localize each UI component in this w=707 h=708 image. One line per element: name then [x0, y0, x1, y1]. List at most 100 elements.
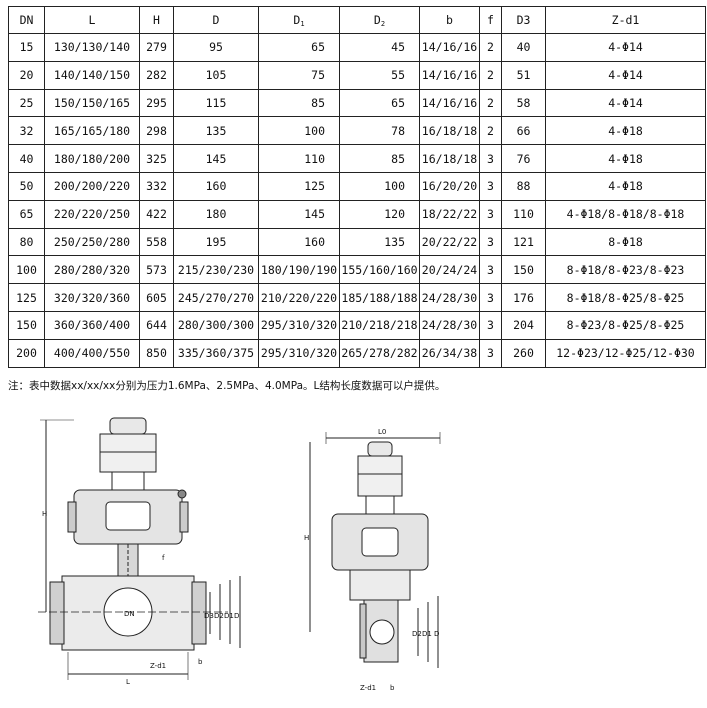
- table-cell: 160: [173, 171, 259, 201]
- side-limit-switch-box: [357, 455, 403, 497]
- table-cell: 4-Φ18/8-Φ18/8-Φ18: [545, 199, 706, 229]
- table-cell: 245/270/270: [173, 283, 259, 312]
- table-cell: 3: [479, 338, 502, 368]
- table-cell: 40: [501, 33, 546, 62]
- side-dim-label-D2: D2: [412, 630, 422, 638]
- table-cell: 220/220/250: [44, 199, 140, 229]
- table-cell: 2: [479, 88, 502, 118]
- table-cell: 260: [501, 338, 546, 368]
- table-cell: 335/360/375: [173, 338, 259, 368]
- table-cell: 80: [8, 227, 45, 257]
- table-cell: 320/320/360: [44, 283, 140, 312]
- footnote: 注：表中数据xx/xx/xx分别为压力1.6MPa、2.5MPa、4.0MPa。…: [8, 380, 446, 392]
- table-cell: 8-Φ23/8-Φ25/8-Φ25: [545, 310, 706, 340]
- table-cell: 32: [8, 116, 45, 146]
- table-cell: 20/22/22: [419, 227, 480, 257]
- table-cell: 210/220/220: [258, 283, 340, 312]
- table-cell: 16/20/20: [419, 171, 480, 201]
- table-cell: 155/160/160: [339, 255, 420, 285]
- table-cell: 215/230/230: [173, 255, 259, 285]
- column-header-text: L: [88, 13, 96, 27]
- table-cell: 51: [501, 60, 546, 90]
- table-cell: 14/16/16: [419, 33, 480, 62]
- table-cell: 135: [339, 227, 420, 257]
- table-cell: 55: [339, 60, 420, 90]
- table-cell: 250/250/280: [44, 227, 140, 257]
- table-cell: 16/18/18: [419, 116, 480, 146]
- column-header-text: f: [487, 13, 494, 27]
- table-cell: 40: [8, 144, 45, 173]
- table-cell: 24/28/30: [419, 310, 480, 340]
- table-cell: 88: [501, 171, 546, 201]
- table-cell: 145: [258, 199, 340, 229]
- dim-label-DN: DN: [124, 610, 135, 618]
- table-cell: 3: [479, 199, 502, 229]
- table-cell: 210/218/218: [339, 310, 420, 340]
- column-header-subscript: 1: [300, 19, 305, 28]
- table-cell: 298: [139, 116, 174, 146]
- column-header-text: D3: [516, 13, 531, 27]
- side-dim-label-H: H: [304, 534, 309, 542]
- table-cell: 295/310/320: [258, 338, 340, 368]
- column-header-text: D: [373, 12, 381, 27]
- table-cell: 50: [8, 171, 45, 201]
- table-cell: 130/130/140: [44, 33, 140, 62]
- table-cell: 850: [139, 338, 174, 368]
- table-cell: 78: [339, 116, 420, 146]
- column-header-6: b: [419, 6, 480, 34]
- table-cell: 3: [479, 171, 502, 201]
- table-cell: 20: [8, 60, 45, 90]
- table-cell: 100: [339, 171, 420, 201]
- table-cell: 18/22/22: [419, 199, 480, 229]
- table-cell: 2: [479, 60, 502, 90]
- table-cell: 24/28/30: [419, 283, 480, 312]
- table-cell: 8-Φ18/8-Φ25/8-Φ25: [545, 283, 706, 312]
- side-dim-label-L0: L0: [378, 428, 386, 436]
- table-cell: 75: [258, 60, 340, 90]
- table-cell: 265/278/282: [339, 338, 420, 368]
- side-dim-label-D1: D1: [422, 630, 432, 638]
- table-cell: 121: [501, 227, 546, 257]
- table-cell: 200/200/220: [44, 171, 140, 201]
- column-header-7: f: [479, 6, 502, 34]
- table-cell: 295/310/320: [258, 310, 340, 340]
- dim-label-D1: D1: [224, 612, 234, 620]
- table-cell: 95: [173, 33, 259, 62]
- limit-switch-box: [99, 433, 157, 473]
- table-cell: 12-Φ23/12-Φ25/12-Φ30: [545, 338, 706, 368]
- dim-label-D: D: [234, 612, 239, 620]
- dim-label-b: b: [198, 658, 203, 666]
- side-dim-label-Zd1: Z-d1: [360, 684, 376, 692]
- table-cell: 14/16/16: [419, 88, 480, 118]
- table-cell: 85: [339, 144, 420, 173]
- table-cell: 105: [173, 60, 259, 90]
- table-cell: 200: [8, 338, 45, 368]
- table-cell: 160: [258, 227, 340, 257]
- table-cell: 204: [501, 310, 546, 340]
- table-cell: 4-Φ18: [545, 144, 706, 173]
- table-cell: 85: [258, 88, 340, 118]
- table-cell: 150: [8, 310, 45, 340]
- table-cell: 558: [139, 227, 174, 257]
- column-header-subscript: 2: [380, 19, 386, 28]
- column-header-text: D: [212, 13, 220, 27]
- column-header-text: Z-d1: [611, 13, 640, 27]
- table-cell: 165/165/180: [44, 116, 140, 146]
- dim-label-Zd1: Z-d1: [150, 662, 166, 670]
- column-header-text: b: [446, 13, 453, 27]
- side-actuator-bracket: [365, 495, 395, 515]
- table-cell: 110: [258, 144, 340, 173]
- table-cell: 3: [479, 255, 502, 285]
- side-dim-label-D: D: [434, 630, 439, 638]
- column-header-2: H: [139, 6, 174, 34]
- table-cell: 20/24/24: [419, 255, 480, 285]
- table-cell: 605: [139, 283, 174, 312]
- table-cell: 25: [8, 88, 45, 118]
